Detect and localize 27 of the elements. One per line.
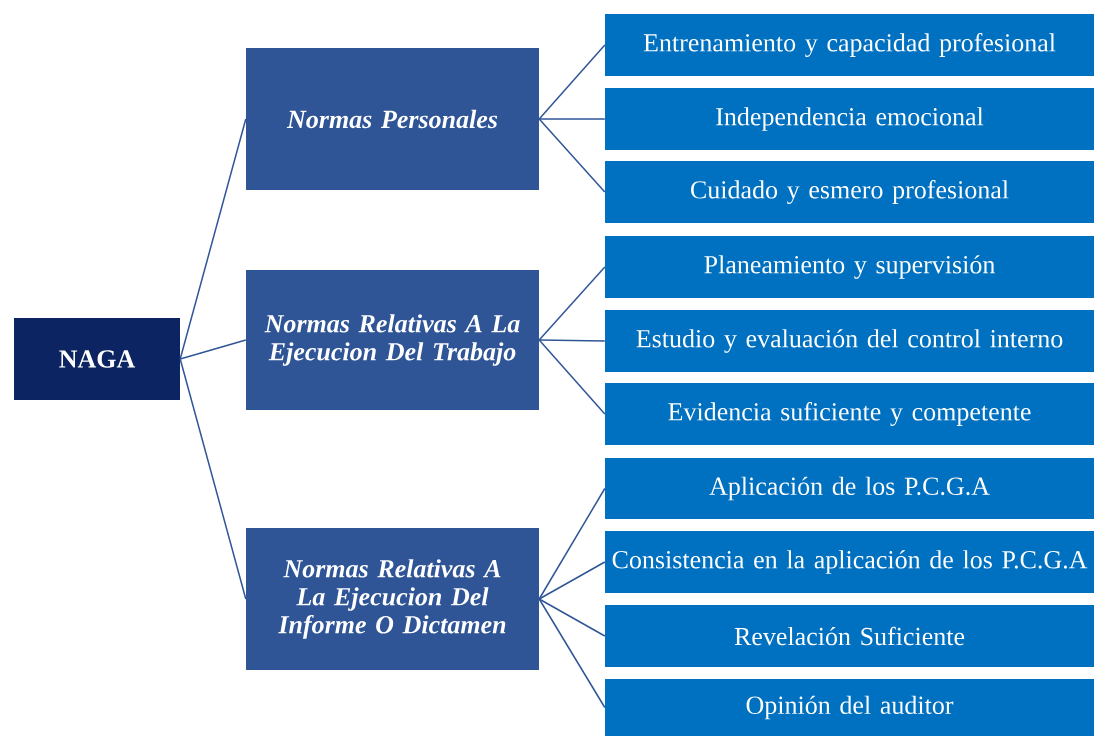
connector-line — [538, 487, 606, 600]
item-box: Opinión del auditor — [605, 679, 1094, 736]
connector-line — [538, 266, 606, 341]
connector-line — [538, 118, 606, 120]
connector-line — [538, 44, 606, 120]
item-box: Planeamiento y supervisión — [605, 236, 1094, 298]
item-box: Entrenamiento y capacidad profesional — [605, 14, 1094, 76]
item-box: Aplicación de los P.C.G.A — [605, 458, 1094, 519]
item-box: Revelación Suficiente — [605, 605, 1094, 667]
connector-line — [538, 598, 606, 709]
root-box: NAGA — [14, 318, 180, 400]
connector-line — [179, 358, 247, 600]
connector-line — [179, 339, 247, 360]
item-box: Estudio y evaluación del control interno — [605, 310, 1094, 372]
item-box: Consistencia en la aplicación de los P.C.G.A — [605, 531, 1094, 593]
connector-line — [179, 118, 247, 360]
connector-line — [538, 598, 606, 637]
connector-line — [538, 339, 606, 415]
item-box: Cuidado y esmero profesional — [605, 161, 1094, 223]
connector-line — [538, 561, 606, 600]
item-box: Evidencia suficiente y competente — [605, 383, 1094, 445]
connector-line — [538, 118, 606, 193]
category-box: Normas Personales — [246, 48, 539, 190]
connector-line — [538, 339, 606, 342]
category-box: Normas Relativas A La Ejecucion Del Trabajo — [246, 270, 539, 410]
category-box: Normas Relativas A La Ejecucion Del Informe O Dictamen — [246, 528, 539, 670]
item-box: Independencia emocional — [605, 88, 1094, 150]
